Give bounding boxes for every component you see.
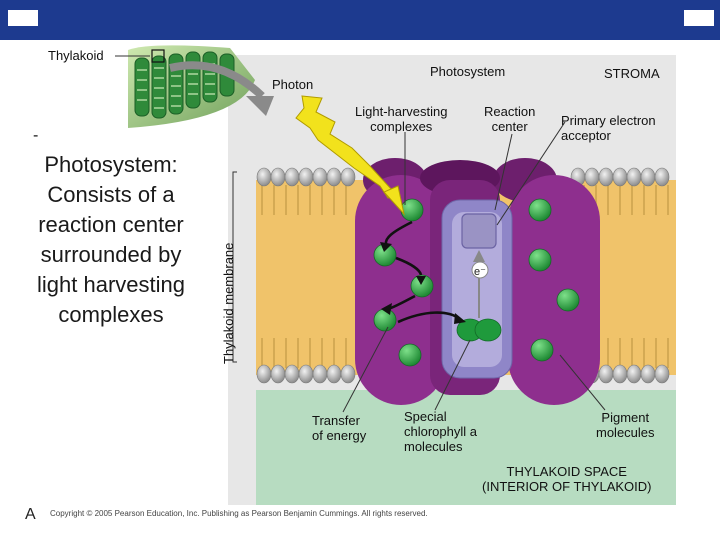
light-harvesting-complex-left	[355, 158, 447, 405]
header-bar	[0, 0, 720, 40]
primary-acceptor-label: Primary electron acceptor	[561, 113, 656, 143]
thylakoid-space-label: THYLAKOID SPACE (INTERIOR OF THYLAKOID)	[482, 464, 652, 494]
header-notch-left	[8, 10, 38, 26]
electron-symbol: e⁻	[474, 266, 486, 278]
photon-arrowhead	[383, 185, 405, 216]
photosystem-label: Photosystem	[430, 64, 506, 79]
pointer-lines	[115, 55, 606, 413]
copyright-notice: Copyright © 2005 Pearson Education, Inc.…	[50, 509, 428, 518]
stroma-label: STROMA	[604, 66, 660, 81]
footer-initial: A	[25, 506, 36, 523]
pigment-molecules-label: Pigment molecules	[596, 410, 655, 440]
photon-label: Photon	[272, 77, 314, 92]
zoom-arrow	[169, 61, 265, 99]
pigment-molecules	[373, 198, 580, 367]
reaction-center-label: Reaction center	[484, 104, 536, 134]
photosystem-description: Photosystem: Consists of a reaction cent…	[37, 152, 185, 327]
zoom-arrowhead	[246, 96, 274, 116]
special-chlorophyll-label: Special chlorophyll a molecules	[404, 409, 477, 454]
thylakoid-label: Thylakoid	[48, 48, 104, 63]
transfer-energy-label: Transfer of energy	[312, 413, 367, 443]
chloroplast-inset	[128, 45, 255, 128]
thylakoid-space-region	[256, 390, 676, 505]
special-chlorophyll-pair	[456, 318, 502, 342]
light-harvesting-label: Light-harvesting complexes	[355, 104, 448, 134]
electron-marker	[471, 261, 489, 279]
arrowheads	[380, 242, 466, 324]
primary-acceptor-box	[461, 213, 497, 249]
thylakoid-membrane-label: Thylakoid membrane	[221, 242, 236, 364]
electron-path-arrowhead	[473, 250, 485, 262]
slide-bullet: -	[33, 127, 39, 144]
header-notch-right	[684, 10, 714, 26]
lipid-heads-top	[256, 167, 670, 187]
